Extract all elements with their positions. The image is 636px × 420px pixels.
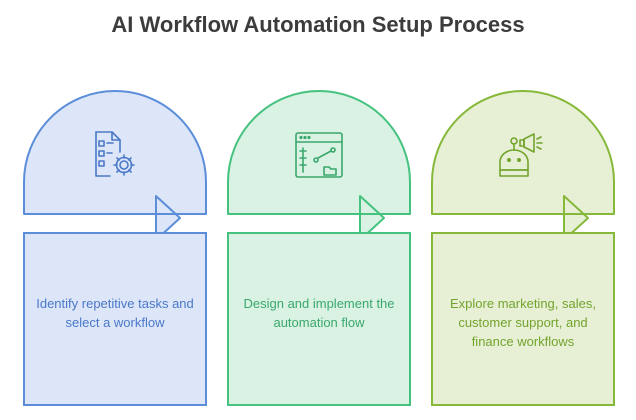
step-3-text: Explore marketing, sales, customer suppo…: [450, 296, 596, 349]
step-card-3: [431, 90, 615, 406]
step-card-2: [227, 90, 411, 406]
workflow-window-icon: [295, 132, 343, 178]
robot-megaphone-icon: [499, 133, 543, 177]
checklist-gear-icon: [95, 131, 135, 177]
page-title: AI Workflow Automation Setup Process: [111, 12, 525, 37]
step-1-text: Identify repetitive tasks and select a w…: [36, 296, 194, 330]
step-2-text: Design and implement the automation flow: [243, 296, 395, 330]
step-card-1: [23, 90, 207, 406]
